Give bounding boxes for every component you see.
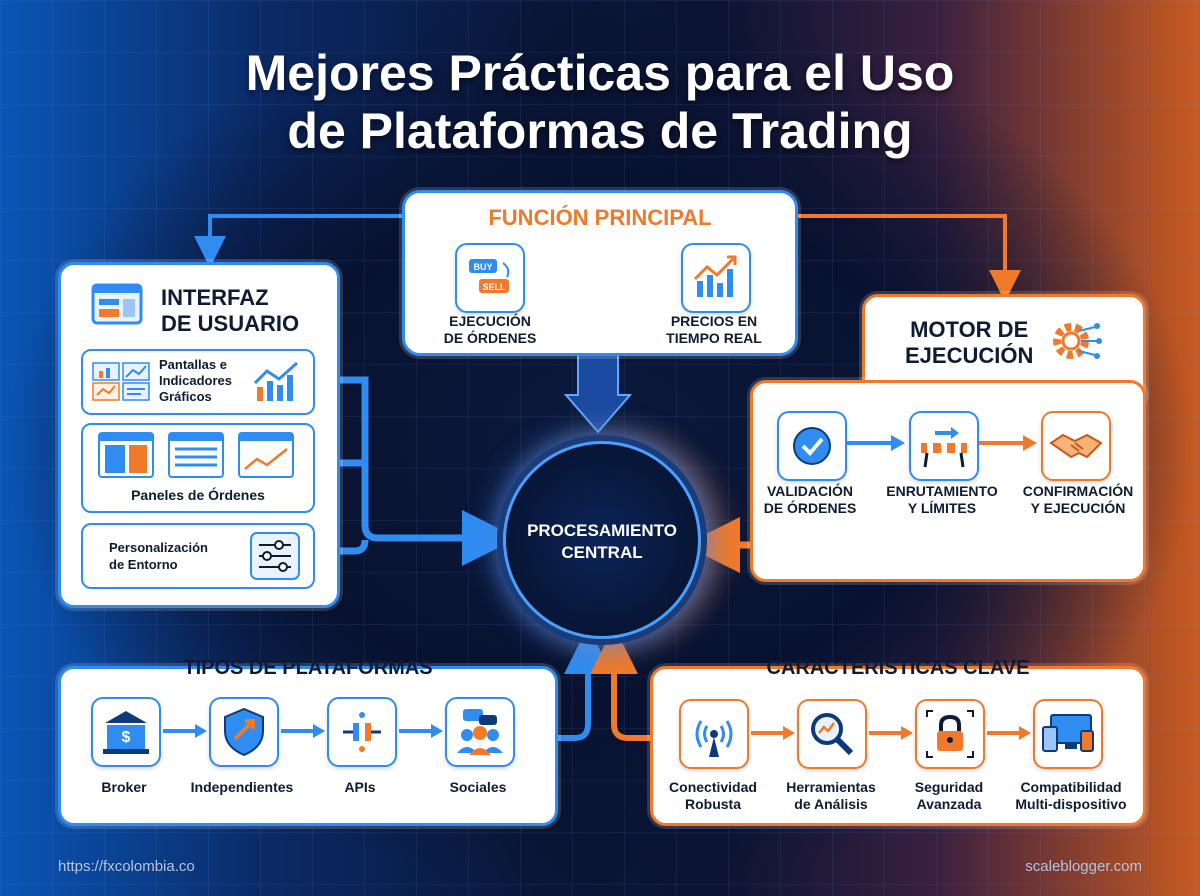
independientes-label: Independientes bbox=[190, 779, 294, 795]
sociales-label: Sociales bbox=[449, 779, 507, 795]
handshake-icon bbox=[1041, 411, 1111, 481]
tipos-arrows bbox=[163, 724, 443, 738]
check-icon bbox=[777, 411, 847, 481]
svg-text:BUY: BUY bbox=[473, 262, 492, 272]
sliders-icon bbox=[250, 532, 300, 580]
apis-label: APIs bbox=[344, 779, 376, 795]
paneles-ordenes-item[interactable]: Paneles de Órdenes bbox=[81, 423, 315, 513]
footer-right-url[interactable]: scaleblogger.com bbox=[1025, 858, 1142, 875]
caracteristicas-arrows bbox=[751, 726, 1031, 740]
bank-icon: $ bbox=[91, 697, 161, 767]
people-icon bbox=[445, 697, 515, 767]
caracteristicas-heading: CARACTERÍSTICAS CLAVE bbox=[766, 657, 1030, 679]
buy-sell-icon: BUY SELL bbox=[455, 243, 525, 313]
svg-text:SELL: SELL bbox=[482, 282, 506, 292]
barrier-icon bbox=[909, 411, 979, 481]
tipos-plataformas-card: TIPOS DE PLATAFORMAS $ bbox=[58, 657, 558, 826]
paneles-label: Paneles de Órdenes bbox=[131, 487, 265, 503]
devices-icon bbox=[1033, 699, 1103, 769]
caracteristicas-clave-card: CARACTERÍSTICAS CLAVE bbox=[650, 657, 1146, 826]
price-chart-icon bbox=[681, 243, 751, 313]
signal-icon bbox=[679, 699, 749, 769]
tipos-heading: TIPOS DE PLATAFORMAS bbox=[183, 657, 433, 679]
mini-charts-icon bbox=[92, 362, 150, 401]
lock-icon bbox=[915, 699, 985, 769]
magnifier-icon bbox=[797, 699, 867, 769]
gear-circuit-icon bbox=[1053, 323, 1102, 359]
funcion-heading: FUNCIÓN PRINCIPAL bbox=[488, 205, 712, 230]
window-icon bbox=[89, 277, 145, 333]
broker-label: Broker bbox=[101, 779, 147, 795]
footer-left-url[interactable]: https://fxcolombia.co bbox=[58, 858, 195, 875]
growth-chart-icon bbox=[253, 361, 298, 401]
page-title: Mejores Prácticas para el Uso de Platafo… bbox=[245, 45, 955, 159]
order-panels-icon bbox=[98, 432, 294, 478]
shield-icon bbox=[209, 697, 279, 767]
motor-step-arrows bbox=[847, 435, 1037, 451]
plug-icon bbox=[327, 697, 397, 767]
svg-text:$: $ bbox=[122, 729, 131, 746]
